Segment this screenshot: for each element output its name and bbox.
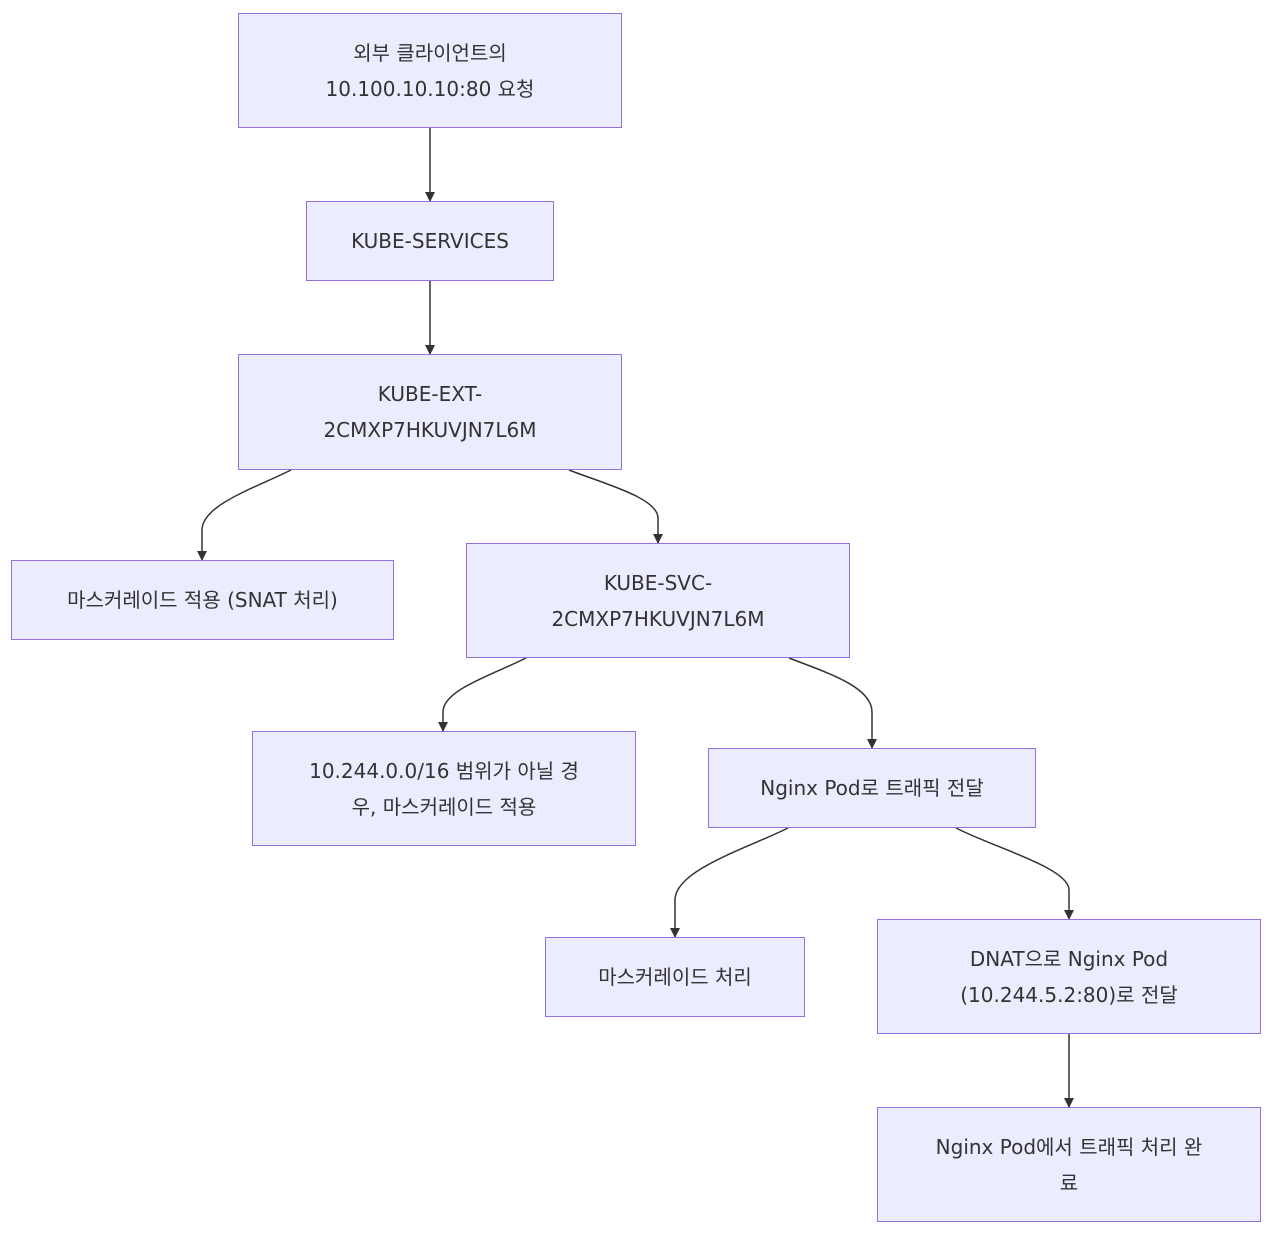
node-client-request: 외부 클라이언트의 10.100.10.10:80 요청 <box>238 13 622 128</box>
node-kube-svc: KUBE-SVC- 2CMXP7HKUVJN7L6M <box>466 543 850 658</box>
edge-kube-ext-to-kube-svc <box>568 469 663 544</box>
edge-kube-svc-to-forward-nginx <box>788 657 877 749</box>
node-masquerade-snat: 마스커레이드 적용 (SNAT 처리) <box>11 560 394 640</box>
node-dnat-nginx: DNAT으로 Nginx Pod (10.244.5.2:80)로 전달 <box>877 919 1261 1034</box>
edge-kube-svc-to-range-masquerade <box>438 657 527 732</box>
node-forward-nginx: Nginx Pod로 트래픽 전달 <box>708 748 1036 828</box>
node-masquerade-process: 마스커레이드 처리 <box>545 937 805 1017</box>
node-kube-ext: KUBE-EXT- 2CMXP7HKUVJN7L6M <box>238 354 622 470</box>
node-range-masquerade: 10.244.0.0/16 범위가 아닐 경 우, 마스커레이드 적용 <box>252 731 636 846</box>
node-client-request-label: 외부 클라이언트의 10.100.10.10:80 요청 <box>325 40 535 101</box>
node-kube-services-label: KUBE-SERVICES <box>351 229 509 253</box>
node-nginx-done: Nginx Pod에서 트래픽 처리 완 료 <box>877 1107 1261 1222</box>
node-masquerade-snat-label: 마스커레이드 적용 (SNAT 처리) <box>67 588 338 612</box>
node-forward-nginx-label: Nginx Pod로 트래픽 전달 <box>760 776 984 800</box>
node-nginx-done-label: Nginx Pod에서 트래픽 처리 완 료 <box>935 1134 1203 1195</box>
node-kube-ext-label: KUBE-EXT- 2CMXP7HKUVJN7L6M <box>323 382 537 442</box>
edge-kube-ext-to-masquerade-snat <box>197 469 292 561</box>
edge-forward-nginx-to-masquerade-process <box>670 827 789 938</box>
node-range-masquerade-label: 10.244.0.0/16 범위가 아닐 경 우, 마스커레이드 적용 <box>309 758 579 819</box>
node-kube-svc-label: KUBE-SVC- 2CMXP7HKUVJN7L6M <box>551 570 765 631</box>
node-dnat-nginx-label: DNAT으로 Nginx Pod (10.244.5.2:80)로 전달 <box>960 946 1178 1007</box>
node-kube-services: KUBE-SERVICES <box>306 201 554 281</box>
node-masquerade-process-label: 마스커레이드 처리 <box>598 965 752 989</box>
edge-forward-nginx-to-dnat-nginx <box>955 827 1074 920</box>
